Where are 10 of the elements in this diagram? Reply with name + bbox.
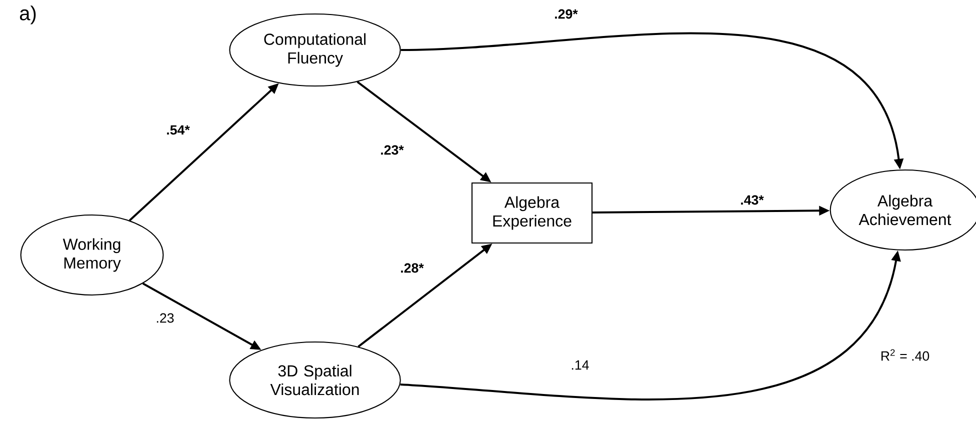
edge-label: .54* — [164, 124, 192, 136]
r-squared-note: R$^{2}$ = .40 — [881, 349, 930, 361]
observed-variable-box: Algebra Experience — [471, 182, 593, 244]
edge-label: .14 — [569, 359, 591, 371]
panel-label: a) — [20, 6, 36, 24]
edge-label: .23* — [378, 144, 406, 156]
edge-label: .43* — [738, 194, 766, 206]
edge-label: .29* — [552, 8, 580, 20]
edge-label: .28* — [398, 262, 426, 274]
edge-label: .23 — [154, 312, 176, 324]
